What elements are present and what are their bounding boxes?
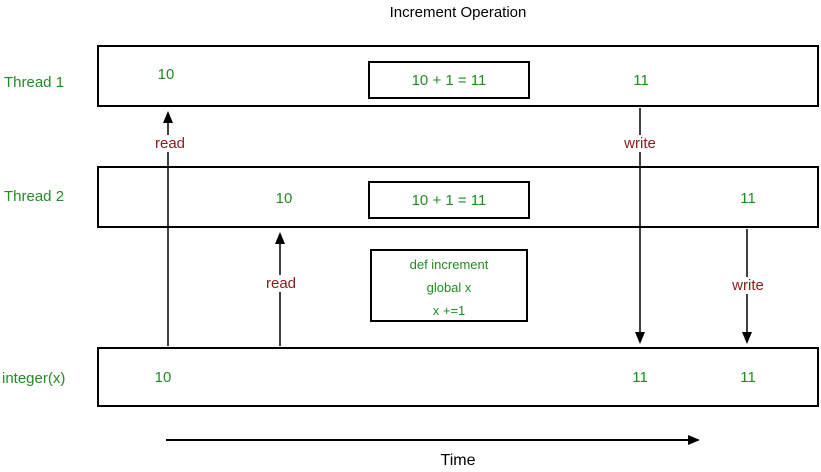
thread2-read-label: read (262, 275, 300, 292)
integer-thread2-written-value: 11 (740, 369, 756, 386)
diagram-title: Increment Operation (389, 4, 527, 21)
integer-row-label: integer(x) (2, 370, 66, 387)
code-line-global: global x (426, 280, 472, 295)
code-line-increment: x +=1 (432, 303, 466, 318)
thread1-read-label: read (151, 135, 189, 152)
thread2-increment-box: 10 + 1 = 11 (368, 181, 530, 219)
increment-code-box: def increment global x x +=1 (370, 249, 528, 322)
thread1-result-value: 11 (633, 72, 649, 89)
thread1-initial-value: 10 (157, 66, 175, 83)
thread2-write-label: write (729, 277, 767, 294)
thread2-result-value: 11 (740, 190, 756, 207)
integer-thread1-written-value: 11 (632, 369, 648, 386)
integer-initial-value: 10 (154, 369, 172, 386)
time-axis-label: Time (440, 452, 476, 469)
thread1-increment-box: 10 + 1 = 11 (368, 61, 530, 99)
thread2-label: Thread 2 (4, 188, 65, 205)
code-line-def: def increment (409, 257, 489, 272)
thread1-label: Thread 1 (4, 74, 65, 91)
thread1-write-label: write (621, 135, 659, 152)
integer-timeline-box (97, 347, 819, 407)
thread2-initial-value: 10 (275, 190, 293, 207)
